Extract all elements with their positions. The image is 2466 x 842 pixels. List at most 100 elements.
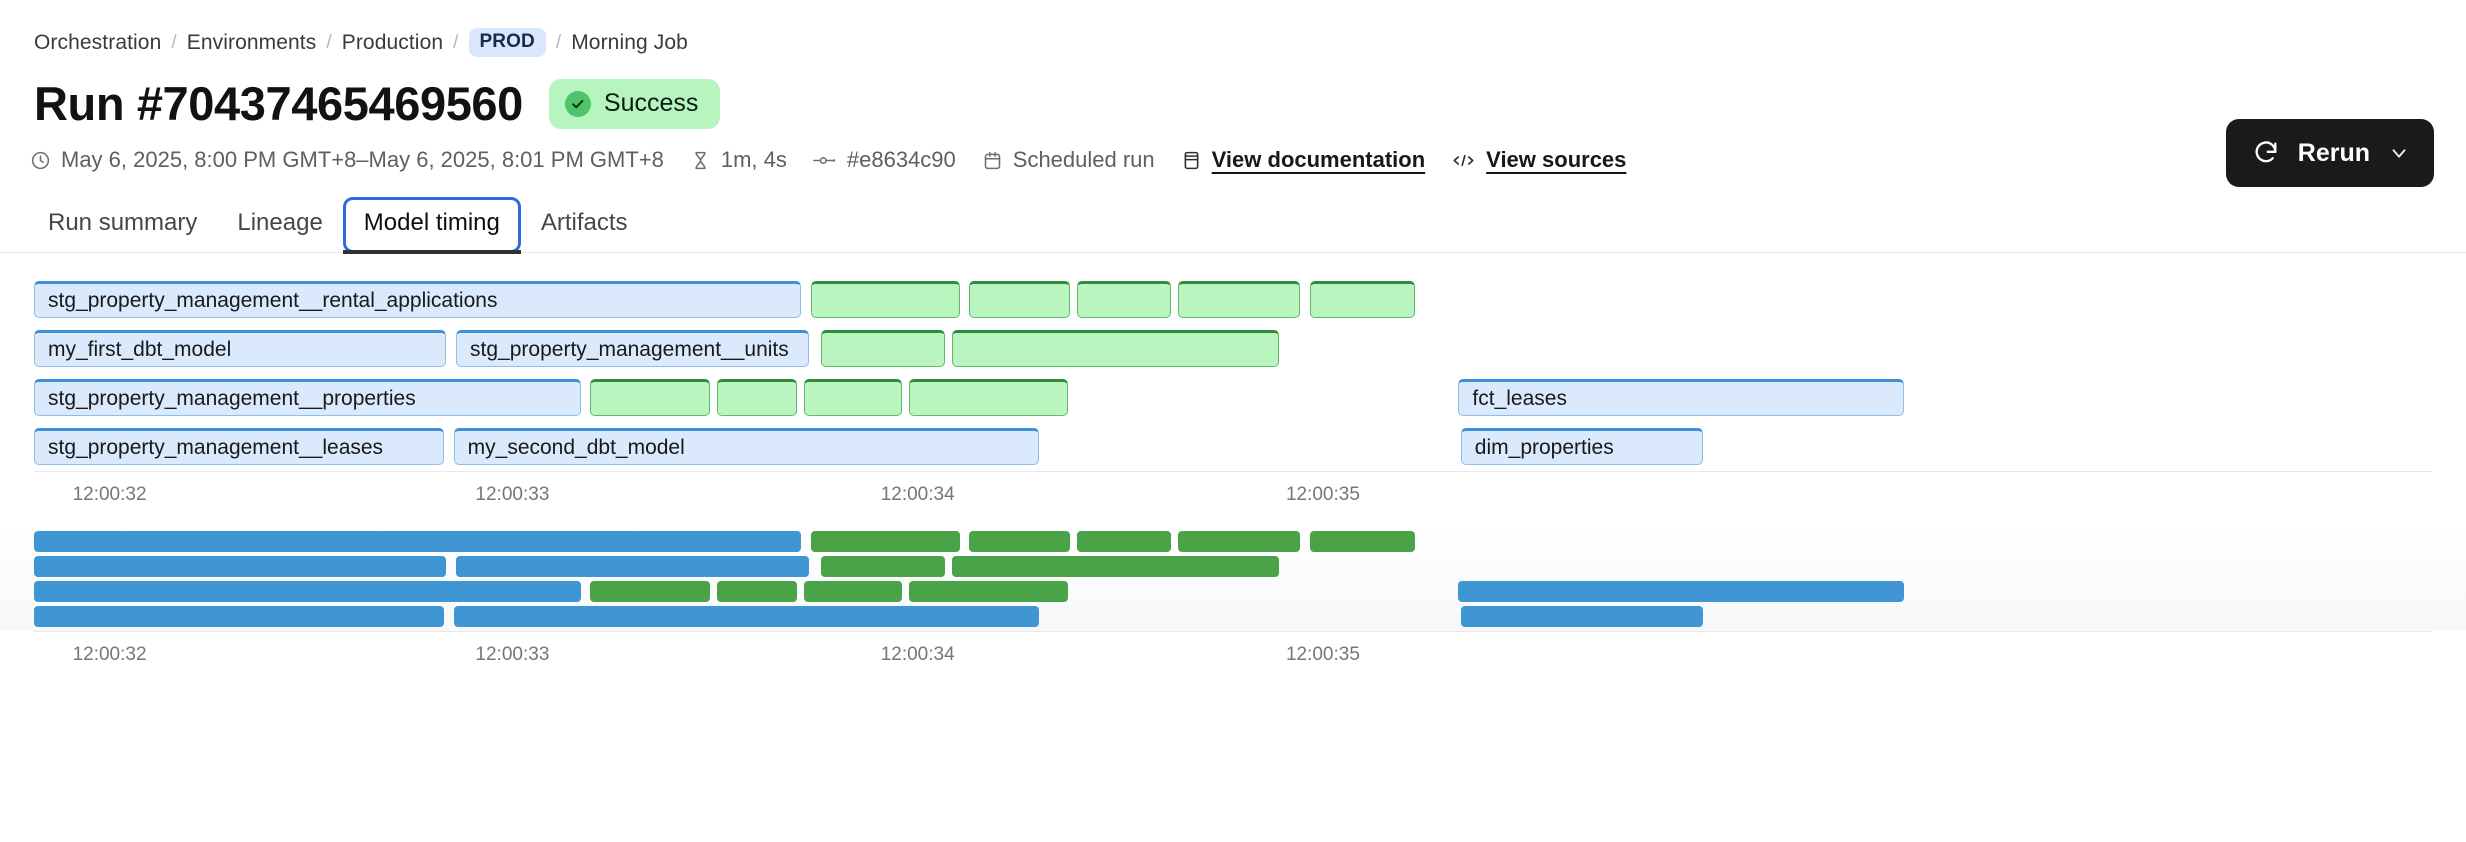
rerun-button[interactable]: Rerun xyxy=(2225,119,2434,187)
minimap-rows xyxy=(34,523,2432,629)
minimap-row xyxy=(34,579,2432,604)
gantt-bar-test[interactable] xyxy=(820,330,946,367)
breadcrumb-item-orchestration[interactable]: Orchestration xyxy=(34,30,162,54)
gantt-row: stg_property_management__rental_applicat… xyxy=(0,275,2466,324)
minimap-bar-test[interactable] xyxy=(909,581,1068,602)
breadcrumb: Orchestration / Environments / Production / PR… xyxy=(0,0,2466,57)
meta-item-label: May 6, 2025, 8:00 PM GMT+8–May 6, 2025, … xyxy=(61,147,664,172)
clock-icon xyxy=(30,150,51,171)
minimap-bar-test[interactable] xyxy=(969,531,1070,552)
meta-item-label: #e8634c90 xyxy=(846,147,956,172)
minimap-axis-tick: 12:00:32 xyxy=(72,644,147,665)
tab-model-timing[interactable]: Model timing xyxy=(342,197,521,254)
code-icon xyxy=(1451,150,1476,171)
gantt-bar-test[interactable] xyxy=(909,379,1068,416)
gantt-bar-my_first_dbt_model[interactable]: my_first_dbt_model xyxy=(34,330,447,367)
minimap-bar-test[interactable] xyxy=(590,581,711,602)
breadcrumb-item-environments[interactable]: Environments xyxy=(186,30,317,54)
minimap-bar-test[interactable] xyxy=(1177,531,1301,552)
meta-item-clock: May 6, 2025, 8:00 PM GMT+8–May 6, 2025, … xyxy=(30,147,690,173)
refresh-icon xyxy=(2252,139,2280,167)
minimap-bar-test[interactable] xyxy=(810,531,960,552)
minimap-time-axis: 12:00:32 12:00:33 12:00:34 12:00:35 xyxy=(34,631,2432,665)
minimap-bar-test[interactable] xyxy=(820,556,946,577)
minimap-row xyxy=(34,604,2432,629)
tab-lineage[interactable]: Lineage xyxy=(237,209,323,236)
minimap-bar-test[interactable] xyxy=(717,581,797,602)
gantt-bar-stg_property_management__leases[interactable]: stg_property_management__leases xyxy=(34,428,445,465)
meta-item-label: Scheduled run xyxy=(1012,147,1155,172)
gantt-bar-label: dim_properties xyxy=(1474,436,1614,459)
gantt-bar-label: my_first_dbt_model xyxy=(48,338,232,361)
chevron-down-icon[interactable] xyxy=(2388,142,2410,164)
minimap-axis-tick: 12:00:34 xyxy=(880,644,955,665)
gantt-bar-my_second_dbt_model[interactable]: my_second_dbt_model xyxy=(453,428,1039,465)
minimap-bar-test[interactable] xyxy=(1309,531,1416,552)
minimap-bar-test[interactable] xyxy=(803,581,903,602)
meta-item-code[interactable]: View sources xyxy=(1451,147,1652,173)
commit-icon xyxy=(812,150,837,171)
minimap-axis-tick: 12:00:33 xyxy=(475,644,550,665)
minimap-row xyxy=(34,554,2432,579)
gantt-bar-label: stg_property_management__units xyxy=(470,338,789,361)
gantt-bar-label: stg_property_management__leases xyxy=(48,436,384,459)
minimap-bar-model[interactable] xyxy=(34,556,447,577)
breadcrumb-separator: / xyxy=(555,31,562,53)
minimap-bar-model[interactable] xyxy=(1460,606,1703,627)
gantt-bar-test[interactable] xyxy=(810,281,960,318)
meta-item-label[interactable]: View sources xyxy=(1486,147,1627,172)
meta-item-book[interactable]: View documentation xyxy=(1181,147,1452,173)
gantt-rows: stg_property_management__rental_applicat… xyxy=(0,275,2466,471)
gantt-axis-tick: 12:00:33 xyxy=(475,484,550,505)
model-timing-charts: stg_property_management__rental_applicat… xyxy=(0,275,2466,665)
breadcrumb-item-prod[interactable]: PROD xyxy=(468,28,546,57)
gantt-bar-test[interactable] xyxy=(1077,281,1171,318)
minimap-axis-tick: 12:00:35 xyxy=(1285,644,1360,665)
breadcrumb-item-morning-job: Morning Job xyxy=(571,30,688,54)
tab-artifacts[interactable]: Artifacts xyxy=(540,209,628,236)
breadcrumb-separator: / xyxy=(326,31,332,53)
minimap-bar-model[interactable] xyxy=(34,581,581,602)
gantt-bar-stg_property_management__rental_applications[interactable]: stg_property_management__rental_applicat… xyxy=(34,281,802,318)
minimap-bar-model[interactable] xyxy=(34,531,802,552)
gantt-bar-test[interactable] xyxy=(717,379,797,416)
meta-item-label[interactable]: View documentation xyxy=(1211,147,1426,172)
minimap-bar-model[interactable] xyxy=(1458,581,1905,602)
page-title: Run #70437465469560 xyxy=(34,77,523,131)
gantt-bar-label: my_second_dbt_model xyxy=(467,436,685,459)
gantt-axis-tick: 12:00:34 xyxy=(880,484,955,505)
gantt-row: stg_property_management__properties fct_l… xyxy=(0,373,2466,422)
meta-item-calendar: Scheduled run xyxy=(982,147,1181,173)
gantt-bar-test[interactable] xyxy=(1309,281,1416,318)
book-icon xyxy=(1181,150,1202,171)
status-badge-label: Success xyxy=(603,89,699,117)
gantt-chart: stg_property_management__rental_applicat… xyxy=(0,275,2466,505)
gantt-bar-test[interactable] xyxy=(952,330,1279,367)
minimap-bar-model[interactable] xyxy=(453,606,1039,627)
breadcrumb-item-production[interactable]: Production xyxy=(341,30,444,54)
tab-run-summary[interactable]: Run summary xyxy=(48,209,198,236)
gantt-bar-test[interactable] xyxy=(1177,281,1301,318)
calendar-icon xyxy=(982,150,1003,171)
minimap-row xyxy=(34,529,2432,554)
minimap-bar-model[interactable] xyxy=(34,606,445,627)
minimap-bar-test[interactable] xyxy=(952,556,1279,577)
gantt-bar-stg_property_management__units[interactable]: stg_property_management__units xyxy=(456,330,809,367)
gantt-bar-test[interactable] xyxy=(590,379,711,416)
timeline-minimap[interactable] xyxy=(0,523,2466,631)
breadcrumb-separator: / xyxy=(171,31,177,53)
status-badge: Success xyxy=(548,79,721,129)
minimap-bar-model[interactable] xyxy=(456,556,809,577)
hourglass-icon xyxy=(690,150,711,171)
gantt-bar-test[interactable] xyxy=(969,281,1070,318)
gantt-bar-label: stg_property_management__rental_applicat… xyxy=(48,289,498,312)
gantt-bar-test[interactable] xyxy=(803,379,903,416)
gantt-bar-dim_properties[interactable]: dim_properties xyxy=(1460,428,1703,465)
meta-item-commit: #e8634c90 xyxy=(812,147,982,173)
gantt-bar-label: stg_property_management__properties xyxy=(48,387,416,410)
gantt-bar-fct_leases[interactable]: fct_leases xyxy=(1458,379,1905,416)
minimap-bar-test[interactable] xyxy=(1077,531,1171,552)
gantt-bar-stg_property_management__properties[interactable]: stg_property_management__properties xyxy=(34,379,581,416)
check-circle-icon xyxy=(564,90,591,117)
